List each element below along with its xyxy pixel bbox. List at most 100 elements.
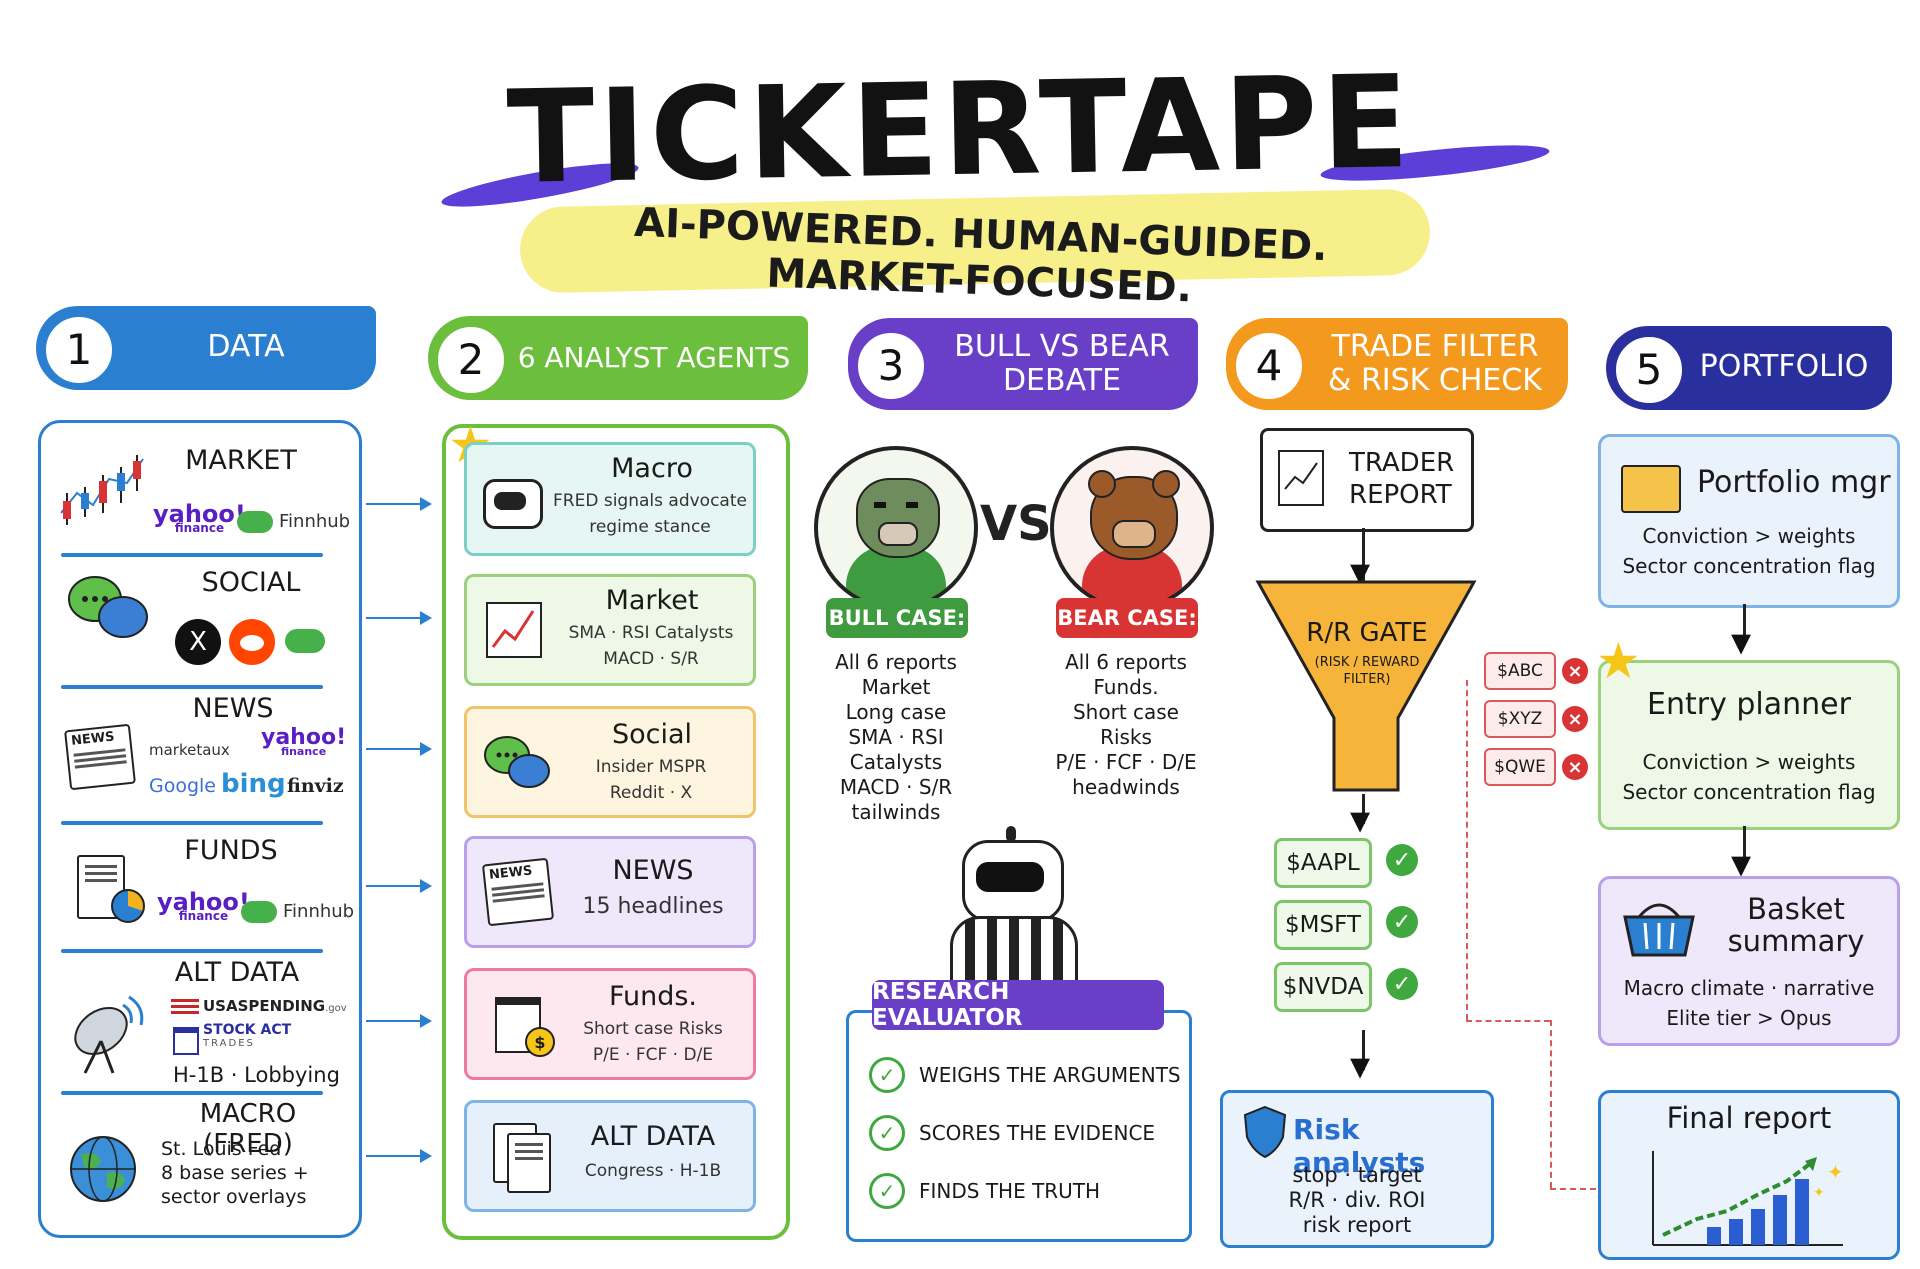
finviz-logo: finviz	[287, 775, 344, 797]
reject-icon: ×	[1562, 754, 1588, 780]
step-2-badge: 2	[432, 321, 510, 399]
step-2-label: 6 ANALYST AGENTS	[517, 341, 791, 374]
chat-bubbles-icon	[68, 576, 148, 638]
shield-icon	[1243, 1105, 1287, 1159]
dollar-coin-icon: $	[525, 1027, 555, 1057]
entry-planner-box: Entry planner Conviction > weights Secto…	[1598, 660, 1900, 830]
agents-bracket	[442, 424, 790, 1240]
down-arrow	[1743, 604, 1746, 640]
usaspending-logo: USASPENDING.gov	[203, 997, 347, 1015]
portfolio-manager-box: Portfolio mgr Conviction > weights Secto…	[1598, 434, 1900, 608]
finnhub-cloud-icon	[241, 901, 277, 923]
svg-text:✦: ✦	[1827, 1160, 1844, 1184]
approved-ticker-nvda: $NVDA	[1274, 962, 1372, 1012]
step-3-banner: 3 BULL VS BEAR DEBATE	[848, 318, 1198, 410]
rr-gate-funnel	[1255, 580, 1477, 792]
step-4-label-line2: & RISK CHECK	[1328, 363, 1542, 398]
agent-card-social: Social Insider MSPR Reddit · X	[464, 706, 756, 818]
research-evaluator-panel: ✓WEIGHS THE ARGUMENTS ✓SCORES THE EVIDEN…	[846, 1010, 1192, 1242]
bull-avatar	[814, 446, 978, 610]
risk-analysts-line3: risk report	[1302, 1213, 1412, 1237]
finnhub-logo: Finnhub	[283, 901, 355, 922]
pie-chart-icon	[111, 889, 145, 923]
dashed-connector	[1550, 1188, 1596, 1190]
step-1-badge: 1	[40, 311, 118, 389]
final-report-box: Final report ✦✦	[1598, 1090, 1900, 1260]
agent-alt-sub1: Congress · H-1B	[584, 1161, 722, 1181]
risk-analysts-line1: stop · target	[1292, 1163, 1422, 1187]
divider	[61, 949, 323, 953]
step-3-label-line2: DEBATE	[1002, 363, 1122, 398]
final-report-title: Final report	[1666, 1101, 1832, 1135]
agent-card-macro: Macro FRED signals advocate regime stanc…	[464, 442, 756, 556]
referee-robot-icon	[938, 826, 1084, 992]
bull-case-label: BULL CASE:	[826, 598, 968, 638]
step-1-label: DATA	[207, 329, 285, 364]
down-arrow-head: ▾	[1731, 841, 1752, 887]
divider	[61, 685, 323, 689]
evaluator-item-3: ✓FINDS THE TRUTH	[869, 1173, 1100, 1209]
agent-social-sub2: Reddit · X	[609, 783, 693, 803]
portfolio-manager-line2: Sector concentration flag	[1622, 554, 1876, 578]
agent-market-title: Market	[605, 585, 699, 616]
agent-social-sub1: Insider MSPR	[595, 757, 707, 777]
agent-news-sub1: 15 headlines	[582, 894, 724, 919]
down-arrow	[1362, 794, 1365, 824]
basket-summary-title2: summary	[1727, 924, 1865, 958]
step-5-banner: 5 PORTFOLIO	[1606, 326, 1892, 410]
risk-analysts-title: Risk analysts	[1293, 1113, 1426, 1179]
agent-macro-title: Macro	[611, 453, 693, 484]
agent-social-title: Social	[611, 719, 693, 750]
newspaper-icon: NEWS	[64, 723, 136, 791]
dashed-connector	[1550, 1020, 1552, 1188]
agent-funds-sub2: P/E · FCF · D/E	[592, 1045, 714, 1065]
basket-icon	[1623, 903, 1695, 957]
divider	[61, 821, 323, 825]
chat-bubbles-icon	[484, 736, 550, 788]
yahoo-finance-logo: yahoo! finance	[157, 888, 250, 923]
data-alt-title: ALT DATA	[174, 957, 300, 988]
agent-funds-title: Funds.	[608, 981, 698, 1012]
step-1-banner: 1 DATA	[36, 306, 376, 390]
trader-report-box: TRADER REPORT	[1260, 428, 1474, 532]
check-icon: ✓	[869, 1057, 905, 1093]
reject-icon: ×	[1562, 706, 1588, 732]
approved-ticker-aapl: $AAPL	[1274, 838, 1372, 888]
data-macro-title: MACRO (FRED)	[199, 1099, 297, 1159]
agent-funds-sub1: Short case Risks	[583, 1019, 723, 1039]
step-3-label-line1: BULL VS BEAR	[954, 329, 1170, 364]
finnhub-logo: Finnhub	[279, 511, 351, 532]
down-arrow	[1362, 528, 1365, 582]
agent-card-funds: $ Funds. Short case Risks P/E · FCF · D/…	[464, 968, 756, 1080]
step-4-banner: 4 TRADE FILTER & RISK CHECK	[1226, 318, 1568, 410]
alt-data-text: H-1B · Lobbying	[173, 1063, 340, 1087]
portfolio-manager-title: Portfolio mgr	[1697, 465, 1891, 500]
candlestick-icon	[60, 455, 144, 525]
growth-chart-icon: ✦✦	[1652, 1151, 1844, 1246]
bull-case-body: All 6 reports Market Long case SMA · RSI…	[835, 650, 957, 824]
data-macro: MACRO (FRED) St. Louis Fed 8 base series…	[41, 1097, 347, 1227]
data-market-title: MARKET	[185, 445, 297, 476]
yahoo-finance-logo: yahoo! finance	[153, 500, 246, 535]
data-macro-details: St. Louis Fed 8 base series + sector ove…	[161, 1138, 309, 1208]
research-evaluator-title: RESEARCH EVALUATOR	[872, 979, 1164, 1031]
basket-summary-box: Basket summary Macro climate · narrative…	[1598, 876, 1900, 1046]
trader-report-line2: REPORT	[1349, 480, 1452, 510]
step-4-badge: 4	[1230, 327, 1308, 405]
step-5-badge: 5	[1610, 331, 1688, 409]
rejected-ticker-qwe: $QWE	[1484, 748, 1556, 786]
data-market: MARKET yahoo! finance Finnhub	[41, 439, 351, 559]
entry-planner-line2: Sector concentration flag	[1622, 780, 1876, 804]
dashed-connector	[1466, 1020, 1550, 1022]
down-arrow-head: ▾	[1350, 1043, 1371, 1089]
page-title: TICKERTAPE	[505, 48, 1415, 213]
reddit-logo-icon	[229, 619, 275, 665]
data-funds-title: FUNDS	[184, 835, 278, 866]
check-icon: ✓	[869, 1173, 905, 1209]
risk-analysts-box: Risk analysts stop · target R/R · div. R…	[1220, 1090, 1494, 1248]
evaluator-item-2: ✓SCORES THE EVIDENCE	[869, 1115, 1155, 1151]
rr-gate-title: R/R GATE	[1306, 618, 1428, 648]
capitol-icon	[173, 1027, 199, 1055]
divider	[61, 553, 323, 557]
data-sources-panel: MARKET yahoo! finance Finnhub SOCIAL X N…	[38, 420, 362, 1238]
